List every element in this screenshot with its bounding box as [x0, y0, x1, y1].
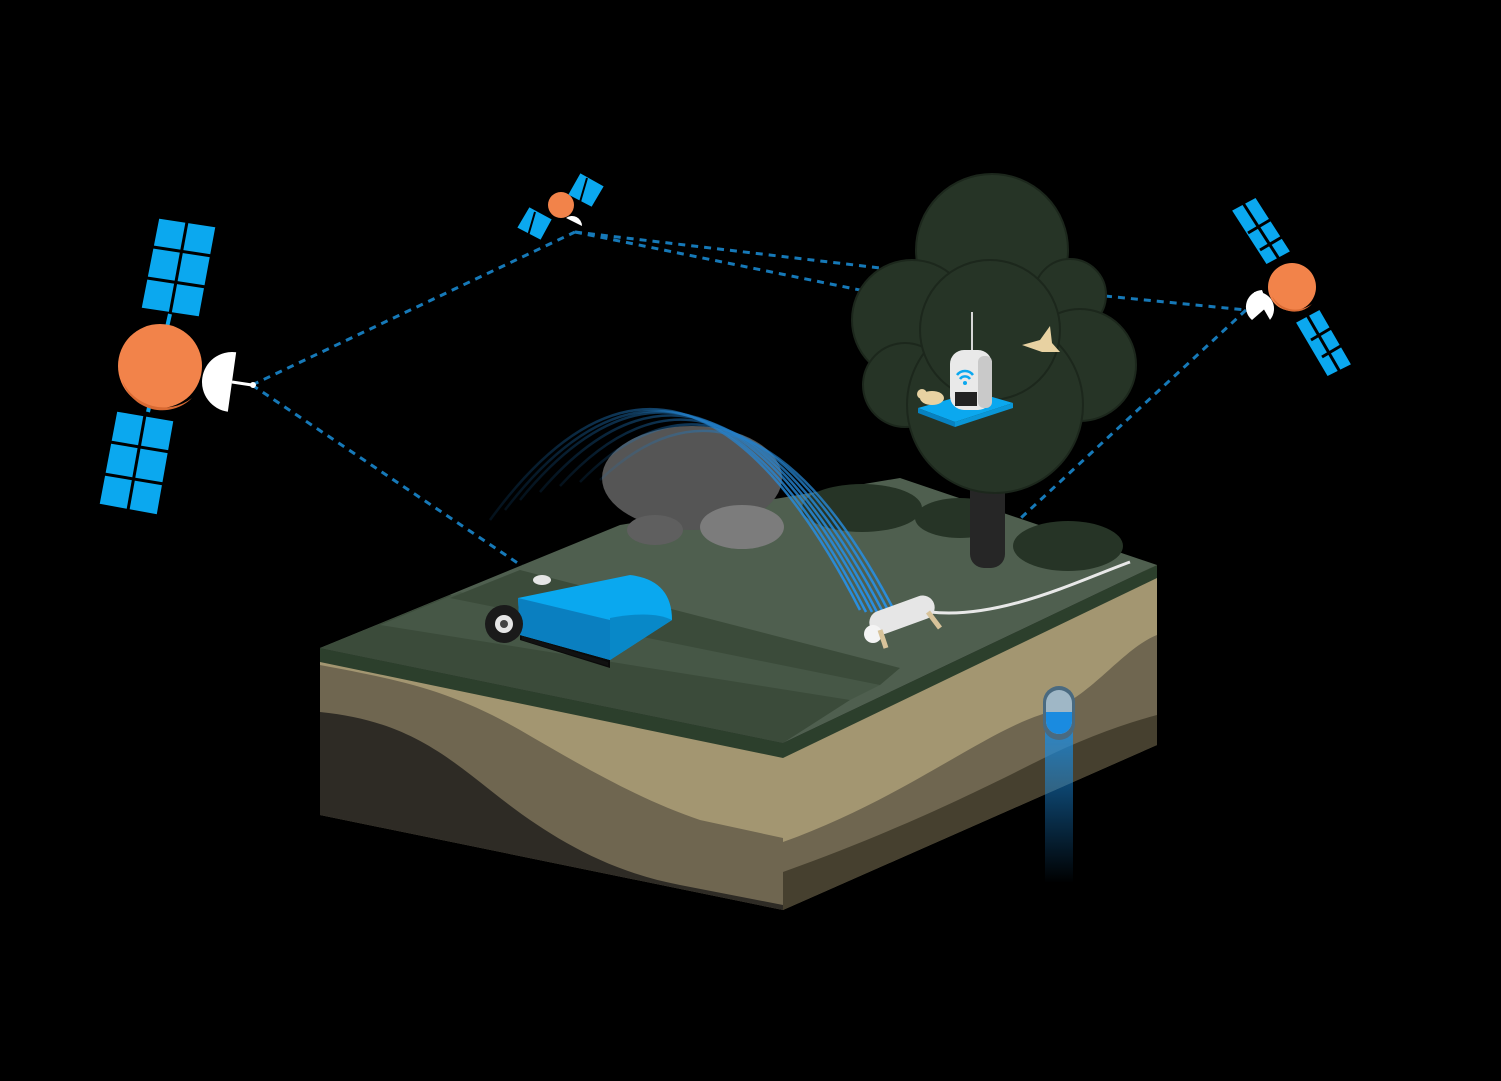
bird-icon	[917, 389, 944, 405]
signal-line	[574, 230, 969, 314]
water-arcs	[488, 408, 898, 615]
mower-gps-antenna	[533, 575, 551, 585]
soil-left-dark	[320, 712, 783, 910]
soil-left-light	[320, 650, 783, 838]
soil-left-face	[320, 650, 783, 910]
satellite-icon	[1227, 194, 1356, 380]
bird-icon	[1022, 326, 1060, 352]
rock-large	[602, 426, 782, 530]
satellite-icon	[96, 215, 256, 518]
water-well-icon	[1043, 686, 1075, 883]
sprinkler-icon	[864, 560, 1131, 649]
signal-line	[1008, 308, 1248, 530]
rock-medium	[700, 505, 784, 549]
signal-line	[1104, 294, 1247, 312]
rock-small	[627, 515, 683, 545]
robotic-mower-icon	[485, 575, 672, 668]
satellite-icon	[514, 170, 607, 243]
bush	[1013, 521, 1123, 571]
grass-right-edge	[783, 565, 1157, 758]
wifi-base-station-icon	[918, 312, 1013, 427]
bushes	[802, 484, 1123, 571]
signal-line	[251, 383, 541, 580]
grass-left-edge	[320, 648, 783, 758]
rocks	[602, 426, 784, 549]
ground-block	[320, 478, 1157, 910]
soil-right-light	[783, 565, 1157, 842]
